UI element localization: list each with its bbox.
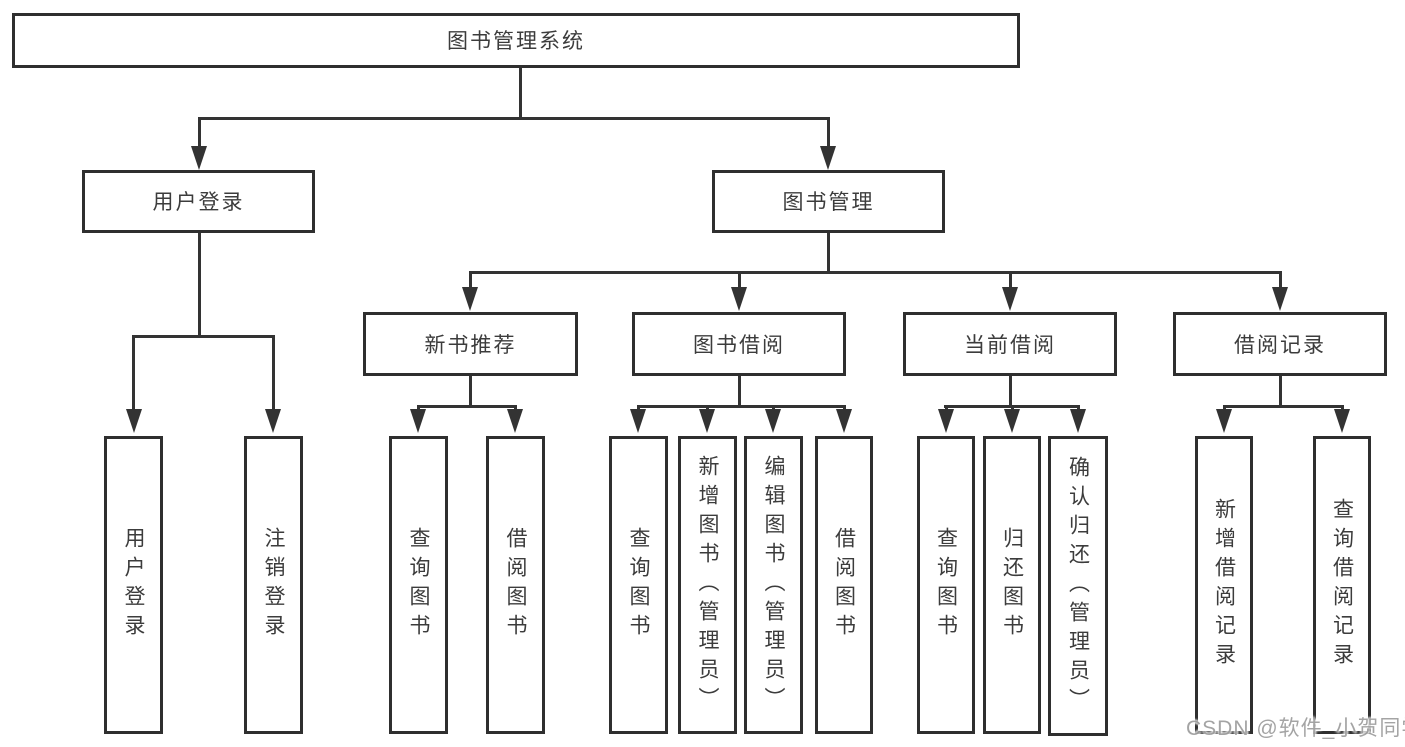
arrow-down-icon — [126, 409, 142, 433]
connector-root-stem — [519, 66, 522, 119]
node-book-management: 图书管理 — [712, 170, 945, 233]
leaf-confirm-return-admin-label: 确认归还（管理员） — [1066, 455, 1090, 717]
connector-arrow-shaft-l3-2 — [738, 271, 741, 289]
arrow-down-icon — [836, 409, 852, 433]
arrow-down-icon — [1334, 409, 1350, 433]
connector-user-login-bus — [133, 335, 275, 338]
connector-arrow-shaft-l3-4 — [1279, 271, 1282, 289]
leaf-return-books-label: 归还图书 — [1000, 527, 1024, 643]
connector-arrow-shaft-book-mgmt — [827, 117, 830, 148]
arrow-down-icon — [820, 146, 836, 170]
node-borrow-records-label: 借阅记录 — [1234, 333, 1326, 357]
node-borrow-records: 借阅记录 — [1173, 312, 1387, 376]
node-book-borrow: 图书借阅 — [632, 312, 846, 376]
connector-borrow-record-stem — [1279, 374, 1282, 407]
arrow-down-icon — [1070, 409, 1086, 433]
node-current-borrow: 当前借阅 — [903, 312, 1117, 376]
leaf-borrow-books-recommend-label: 借阅图书 — [504, 527, 527, 643]
leaf-query-books-recommend: 查询图书 — [389, 436, 448, 734]
leaf-edit-books-admin-label: 编辑图书（管理员） — [762, 454, 785, 716]
node-root: 图书管理系统 — [12, 13, 1020, 68]
leaf-logout: 注销登录 — [244, 436, 303, 734]
arrow-down-icon — [1002, 287, 1018, 311]
leaf-query-books-borrow: 查询图书 — [609, 436, 668, 734]
leaf-query-books-recommend-label: 查询图书 — [407, 527, 430, 643]
node-current-borrow-label: 当前借阅 — [964, 333, 1056, 357]
csdn-watermark: CSDN @软件_小贺同学 — [1186, 717, 1405, 740]
connector-current-borrow-stem — [1009, 374, 1012, 407]
connector-level3-bus — [469, 271, 1282, 274]
arrow-down-icon — [462, 287, 478, 311]
connector-new-book-stem — [469, 374, 472, 407]
connector-arrow-shaft-l3-3 — [1009, 271, 1012, 289]
connector-arrow-shaft-logout — [272, 335, 275, 411]
connector-level2-bus — [198, 117, 830, 120]
node-root-label: 图书管理系统 — [447, 30, 585, 53]
connector-arrow-shaft-l3-1 — [469, 271, 472, 289]
leaf-borrow-books-label: 借阅图书 — [832, 527, 856, 643]
leaf-borrow-books-recommend: 借阅图书 — [486, 436, 545, 734]
connector-book-borrow-stem — [738, 374, 741, 407]
arrow-down-icon — [699, 409, 715, 433]
connector-user-login-stem — [198, 231, 201, 337]
node-user-login: 用户登录 — [82, 170, 315, 233]
node-book-borrow-label: 图书借阅 — [693, 333, 785, 357]
connector-new-book-bus — [417, 405, 517, 408]
arrow-down-icon — [507, 409, 523, 433]
node-book-management-label: 图书管理 — [782, 191, 875, 214]
arrow-down-icon — [191, 146, 207, 170]
leaf-query-books-borrow-label: 查询图书 — [627, 527, 650, 643]
arrow-down-icon — [1216, 409, 1232, 433]
node-user-login-label: 用户登录 — [152, 191, 245, 214]
leaf-logout-label: 注销登录 — [262, 527, 285, 643]
arrow-down-icon — [410, 409, 426, 433]
leaf-edit-books-admin: 编辑图书（管理员） — [744, 436, 803, 734]
connector-borrow-record-bus — [1223, 405, 1344, 408]
leaf-return-books: 归还图书 — [983, 436, 1041, 734]
leaf-user-login: 用户登录 — [104, 436, 163, 734]
leaf-add-books-admin: 新增图书（管理员） — [678, 436, 737, 734]
arrow-down-icon — [265, 409, 281, 433]
connector-arrow-shaft-user-login — [198, 117, 201, 148]
leaf-confirm-return-admin: 确认归还（管理员） — [1048, 436, 1108, 736]
arrow-down-icon — [765, 409, 781, 433]
arrow-down-icon — [731, 287, 747, 311]
connector-book-mgmt-stem — [827, 231, 830, 274]
arrow-down-icon — [1004, 409, 1020, 433]
connector-arrow-shaft-login — [132, 335, 135, 411]
leaf-add-borrow-record-label: 新增借阅记录 — [1212, 498, 1236, 672]
leaf-borrow-books: 借阅图书 — [815, 436, 873, 734]
leaf-query-borrow-record: 查询借阅记录 — [1313, 436, 1371, 734]
arrow-down-icon — [938, 409, 954, 433]
node-new-book-recommend: 新书推荐 — [363, 312, 578, 376]
arrow-down-icon — [1272, 287, 1288, 311]
leaf-add-borrow-record: 新增借阅记录 — [1195, 436, 1253, 734]
leaf-user-login-label: 用户登录 — [122, 527, 145, 643]
arrow-down-icon — [630, 409, 646, 433]
connector-book-borrow-bus — [637, 405, 846, 408]
leaf-query-books-current-label: 查询图书 — [934, 527, 958, 643]
leaf-query-books-current: 查询图书 — [917, 436, 975, 734]
leaf-query-borrow-record-label: 查询借阅记录 — [1330, 498, 1354, 672]
leaf-add-books-admin-label: 新增图书（管理员） — [696, 454, 719, 716]
node-new-book-recommend-label: 新书推荐 — [424, 333, 517, 357]
